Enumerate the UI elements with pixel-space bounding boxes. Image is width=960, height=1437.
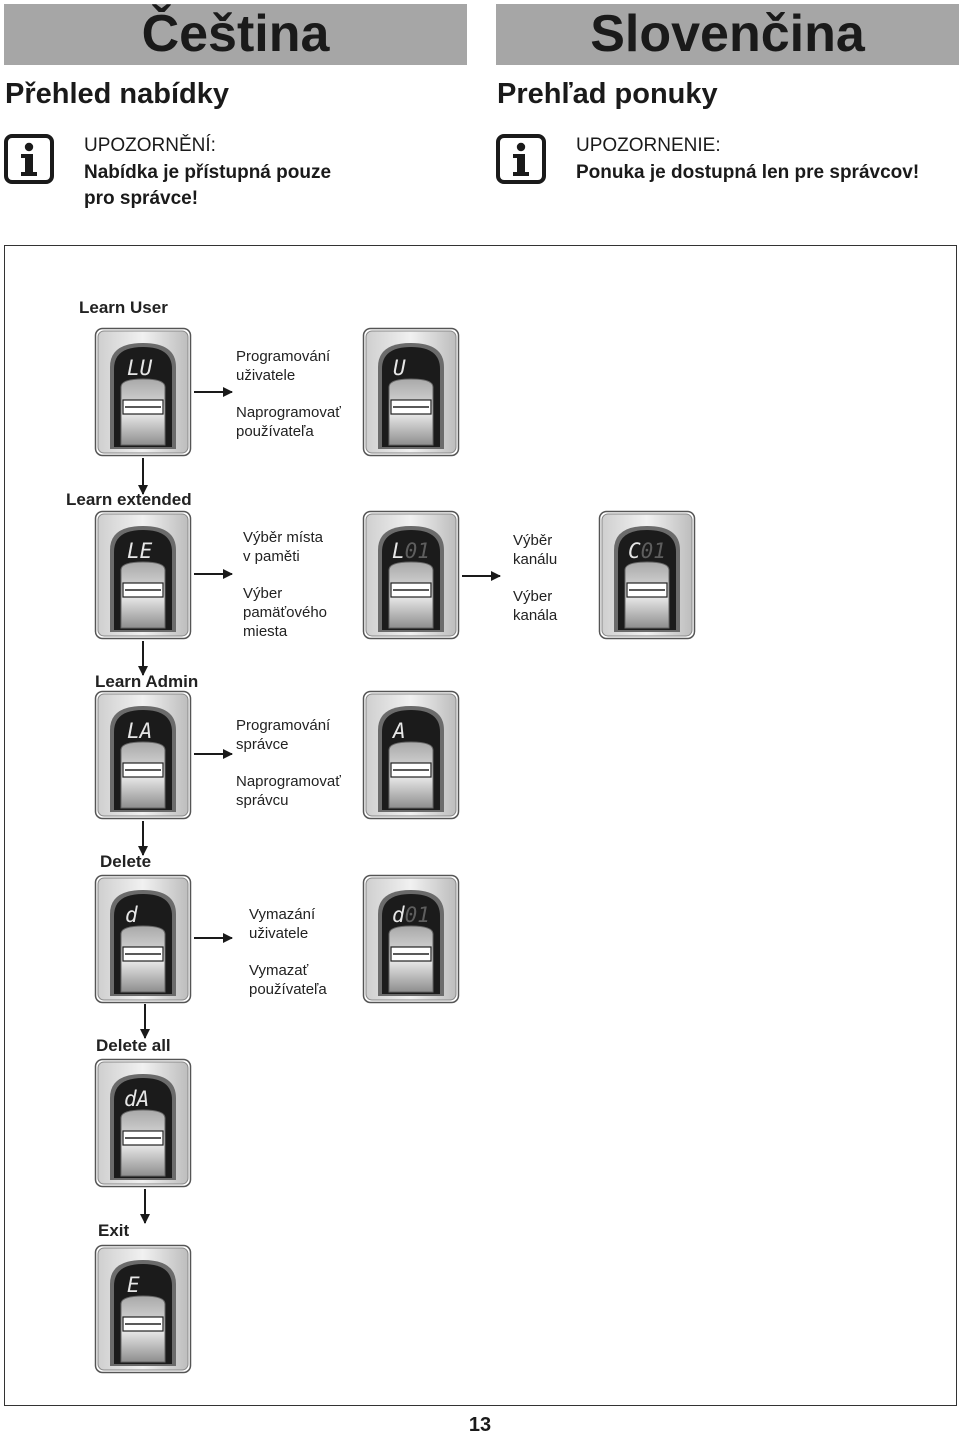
arrow-right xyxy=(194,569,233,579)
display-text: A xyxy=(391,719,406,743)
desc-slovak: Naprogramovať správcu xyxy=(236,772,341,810)
section-learn-extended: Learn extended xyxy=(66,490,192,509)
section-exit: Exit xyxy=(98,1221,130,1240)
lang-title-czech: Čeština xyxy=(4,4,467,65)
desc-line: pamäťového xyxy=(243,604,328,621)
notice-text-slovak: Ponuka je dostupná len pre správcov! xyxy=(576,160,919,186)
desc-slovak: Naprogramovať používateľa xyxy=(236,403,341,441)
desc-czech: Výběr kanálu xyxy=(513,531,557,569)
arrow-down xyxy=(138,458,148,495)
desc-czech: Programování správce xyxy=(236,716,330,754)
info-icon xyxy=(4,134,54,184)
desc-line: Vymazání xyxy=(249,906,316,923)
desc-line: Výběr místa xyxy=(243,529,324,546)
reader-display-c01: C01 xyxy=(598,510,696,640)
display-text: LE xyxy=(127,539,153,563)
display-text: d xyxy=(125,903,138,927)
desc-line: uživatele xyxy=(236,367,296,384)
desc-line: v paměti xyxy=(243,548,300,565)
arrow-down xyxy=(138,821,148,856)
reader-display-lu: LU xyxy=(94,327,192,457)
menu-diagram-frame xyxy=(4,245,957,1406)
notice-line: pro správce! xyxy=(84,188,199,209)
desc-line: Naprogramovať xyxy=(236,404,341,421)
reader-display-e: E xyxy=(94,1244,192,1374)
desc-line: Výber xyxy=(243,585,283,602)
desc-slovak: Výber kanála xyxy=(513,587,557,625)
desc-slovak: Výber pamäťového miesta xyxy=(243,584,327,641)
display-lit: L xyxy=(392,539,405,563)
arrow-right xyxy=(194,933,233,943)
desc-line: správce xyxy=(236,736,289,753)
display-text: U xyxy=(393,356,406,380)
heading-slovak: Prehľad ponuky xyxy=(497,78,718,110)
desc-line: kanála xyxy=(513,607,558,624)
display-dim: 01 xyxy=(405,903,430,927)
reader-display-l01: L01 xyxy=(362,510,460,640)
section-delete: Delete xyxy=(100,852,152,871)
info-icon xyxy=(496,134,546,184)
page-number: 13 xyxy=(468,1414,492,1436)
reader-display-le: LE xyxy=(94,510,192,640)
notice-text-czech: Nabídka je přístupná pouze pro správce! xyxy=(84,160,331,212)
notice-line: Ponuka je dostupná len pre správcov! xyxy=(576,162,920,183)
lang-title-slovak: Slovenčina xyxy=(496,4,959,65)
display-text: E xyxy=(127,1273,140,1297)
display-text: C01 xyxy=(628,539,666,563)
desc-line: používateľa xyxy=(249,981,327,998)
section-learn-admin: Learn Admin xyxy=(95,672,199,691)
display-text: L01 xyxy=(392,539,430,563)
display-text: LA xyxy=(127,719,152,743)
desc-line: Programování xyxy=(236,717,331,734)
desc-czech: Programování uživatele xyxy=(236,347,330,385)
arrow-right xyxy=(194,387,233,397)
desc-line: Vymazať xyxy=(249,962,309,979)
reader-display-a: A xyxy=(362,690,460,820)
desc-line: Naprogramovať xyxy=(236,773,341,790)
heading-czech: Přehled nabídky xyxy=(5,78,230,110)
notice-line: Nabídka je přístupná pouze xyxy=(84,162,332,183)
desc-line: kanálu xyxy=(513,551,558,568)
reader-display-u: U xyxy=(362,327,460,457)
desc-slovak: Vymazať používateľa xyxy=(249,961,327,999)
arrow-down xyxy=(140,1004,150,1039)
desc-line: správcu xyxy=(236,792,289,809)
reader-display-d01: d01 xyxy=(362,874,460,1004)
arrow-right xyxy=(194,749,233,759)
desc-line: Výběr xyxy=(513,532,553,549)
reader-display-da: dA xyxy=(94,1058,192,1188)
display-text: LU xyxy=(127,356,153,380)
desc-czech: Vymazání uživatele xyxy=(249,905,315,943)
display-text: d01 xyxy=(392,903,430,927)
section-delete-all: Delete all xyxy=(96,1036,171,1055)
arrow-down xyxy=(140,1189,150,1224)
desc-line: miesta xyxy=(243,623,288,640)
arrow-down xyxy=(138,641,148,676)
display-text: dA xyxy=(124,1087,149,1111)
section-learn-user: Learn User xyxy=(79,298,168,317)
display-lit: d xyxy=(392,903,405,927)
reader-display-d: d xyxy=(94,874,192,1004)
desc-line: používateľa xyxy=(236,423,314,440)
display-dim: 01 xyxy=(405,539,430,563)
reader-display-la: LA xyxy=(94,690,192,820)
desc-line: uživatele xyxy=(249,925,309,942)
desc-line: Programování xyxy=(236,348,331,365)
notice-label-czech: UPOZORNĚNÍ: xyxy=(84,135,216,156)
display-lit: C xyxy=(628,539,641,563)
display-dim: 01 xyxy=(641,539,666,563)
notice-label-slovak: UPOZORNENIE: xyxy=(576,135,721,156)
desc-czech: Výběr místa v paměti xyxy=(243,528,323,566)
arrow-right xyxy=(462,571,501,581)
desc-line: Výber xyxy=(513,588,553,605)
